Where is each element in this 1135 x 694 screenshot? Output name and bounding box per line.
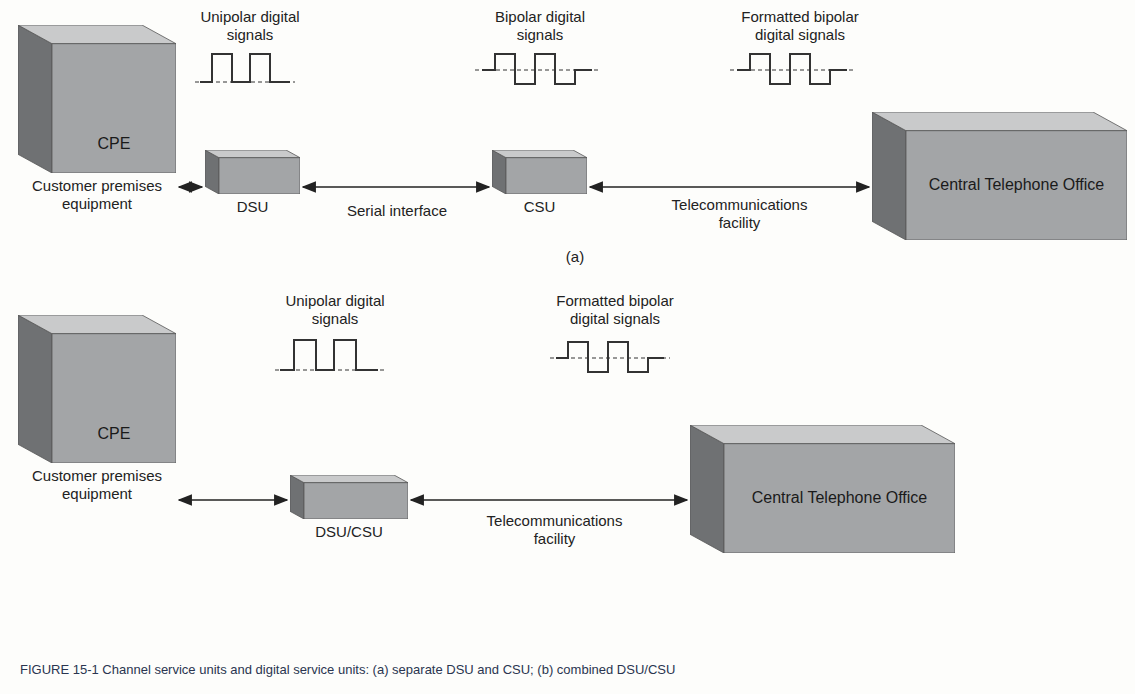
unit-name: CPE xyxy=(52,115,176,173)
box-face xyxy=(506,158,587,194)
box-outline xyxy=(872,112,1127,240)
service-unit: DSU xyxy=(205,150,300,216)
signal-name: Unipolar digital signals xyxy=(190,8,310,44)
service-unit: CSU xyxy=(492,150,587,216)
box-face xyxy=(52,334,176,463)
box-face xyxy=(18,315,176,334)
signal-link xyxy=(411,499,687,501)
box-face xyxy=(690,425,724,553)
box-face xyxy=(290,475,408,483)
unit-description: Customer premises equipment xyxy=(18,173,176,213)
signal-name: Formatted bipolar digital signals xyxy=(735,8,865,44)
box-face xyxy=(18,315,52,463)
unit-name: DSU xyxy=(205,194,300,216)
box-outline xyxy=(492,150,587,194)
signal-link xyxy=(179,499,287,501)
signal-link xyxy=(590,186,869,188)
unit-description: Customer premises equipment xyxy=(18,463,176,503)
unit-name: Central Telephone Office xyxy=(906,131,1127,240)
box-face xyxy=(52,44,176,173)
box-face xyxy=(690,425,955,444)
box-face xyxy=(18,25,176,44)
box-face xyxy=(492,150,587,158)
box-face xyxy=(205,150,300,158)
box-face xyxy=(724,444,955,553)
box-face xyxy=(872,112,1127,131)
link-label: Serial interface xyxy=(335,202,459,220)
part-letter: (a) xyxy=(555,248,595,266)
signal-name: Unipolar digital signals xyxy=(275,292,395,328)
unit-name: CPE xyxy=(52,405,176,463)
box-face xyxy=(906,131,1127,240)
link-label: Telecommunications facility xyxy=(465,512,644,548)
office-box: Central Telephone Office xyxy=(690,425,955,553)
service-unit: DSU/CSU xyxy=(290,475,408,541)
unit-name: DSU/CSU xyxy=(290,519,408,541)
signal-name: Bipolar digital signals xyxy=(480,8,600,44)
office-box: Central Telephone Office xyxy=(872,112,1127,240)
signal-link xyxy=(303,186,489,188)
box-face xyxy=(18,25,52,173)
unit-name: Central Telephone Office xyxy=(724,444,955,553)
figure-caption: FIGURE 15-1 Channel service units and di… xyxy=(20,662,675,677)
unit-name: CSU xyxy=(492,194,587,216)
equipment-box: CPECustomer premises equipment xyxy=(18,315,176,503)
box-face xyxy=(304,483,408,519)
box-outline xyxy=(290,475,408,519)
link-label: Telecommunications facility xyxy=(650,196,829,232)
box-outline xyxy=(18,315,176,463)
signal-link xyxy=(179,186,202,188)
box-outline xyxy=(205,150,300,194)
box-face xyxy=(219,158,300,194)
box-outline xyxy=(690,425,955,553)
equipment-box: CPECustomer premises equipment xyxy=(18,25,176,213)
signal-name: Formatted bipolar digital signals xyxy=(550,292,680,328)
box-face xyxy=(872,112,906,240)
box-outline xyxy=(18,25,176,173)
